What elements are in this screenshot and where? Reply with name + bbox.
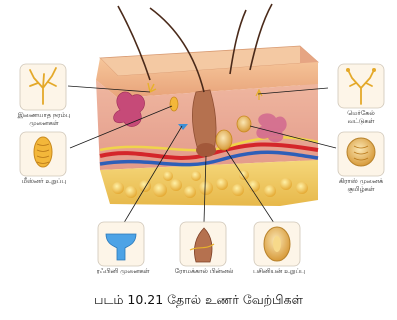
ruffini-detail	[98, 222, 144, 266]
pacinian-core	[273, 236, 281, 252]
sweat-gland	[256, 113, 286, 142]
fat-globule	[296, 182, 308, 194]
fat-globule	[163, 171, 173, 181]
fat-globule	[125, 186, 137, 198]
skin-cross-section-diagram	[0, 0, 397, 290]
krause-detail	[338, 132, 384, 176]
hair-follicle	[192, 90, 216, 150]
meissner-detail	[20, 132, 66, 176]
fat-globule	[216, 178, 228, 190]
meissner-illustration	[34, 137, 52, 167]
merkel-detail	[338, 64, 384, 108]
pacinian-detail	[254, 222, 300, 266]
pacinian-corpuscle	[216, 130, 232, 150]
merkel-disc-dot	[372, 68, 376, 72]
label-meissner-corpuscle: மீஸ்னர் உறுப்பு	[6, 178, 82, 186]
merkel-disc-dot	[346, 68, 350, 72]
hair-root-plexus-detail	[180, 222, 226, 266]
fat-globule	[184, 186, 196, 198]
label-krause-bulbs: கிராஸ் முனைக் குமிழ்கள்	[326, 178, 396, 193]
krause-illustration	[347, 138, 375, 166]
label-merkel-discs: மெர்கேல் வட்டுகள்	[326, 110, 396, 125]
free-nerve-endings-detail	[20, 64, 66, 110]
meissner-corpuscle	[170, 97, 178, 111]
fat-globule	[232, 184, 244, 196]
fat-globule	[199, 181, 213, 195]
figure-caption: படம் 10.21 தோல் உணர் வேற்பிகள்	[0, 292, 397, 309]
fat-globule	[191, 171, 201, 181]
fat-globule	[170, 179, 182, 191]
fat-globule	[153, 183, 167, 197]
label-free-nerve-endings: இணையாத நரம்பு முனைகள்	[6, 112, 82, 127]
krause-bulb	[237, 116, 251, 132]
fat-globule	[280, 178, 292, 190]
label-pacinian-corpuscle: பசினியன் உறுப்பு	[244, 268, 314, 276]
label-hair-root-plexus: ரோமக்கால் பின்னல்	[166, 268, 242, 276]
fat-globule	[112, 182, 124, 194]
fat-globule	[139, 180, 151, 192]
fat-globule	[264, 185, 276, 197]
hair-bulb	[196, 143, 216, 157]
label-ruffini-endings: ரஃபினி முனைகள்	[88, 268, 158, 276]
